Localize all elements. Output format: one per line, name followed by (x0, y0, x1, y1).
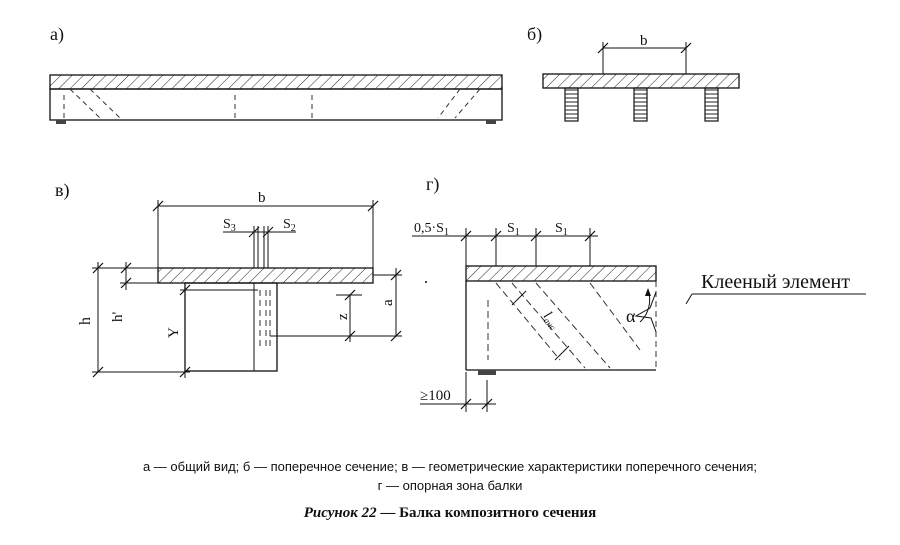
legend-line-1: а — общий вид; б — поперечное сечение; в… (142, 459, 758, 474)
panel-g-support-dim: ≥100 (420, 388, 451, 404)
panel-a-slab (49, 74, 503, 90)
panel-v-y: Y (166, 327, 182, 338)
panel-g-inclined-connectors (487, 282, 641, 369)
panel-v-h: h (77, 317, 94, 325)
panel-b-dim-b: b (640, 33, 648, 49)
panel-g-slab (465, 265, 657, 282)
panel-v-a: a (380, 299, 396, 306)
panel-b-rib-3 (704, 87, 719, 122)
panel-g-lanc: lанс (539, 309, 562, 332)
panel-v-h-prime: h' (110, 312, 126, 323)
panel-a-general-view: а) (49, 24, 503, 124)
panel-a-support-right (486, 120, 496, 124)
figure-number: Рисунок 22 (303, 505, 377, 521)
figure-title: Рисунок 22 — Балка композитного сечения (0, 505, 900, 522)
panel-v-label: в) (55, 180, 70, 201)
panel-g-support-zone: г) 0,5·S1 S1 S1 lанс (412, 174, 657, 412)
panel-g-label: г) (426, 174, 439, 195)
panel-v-beam-body (184, 282, 278, 372)
panel-v-s3: S3 (223, 217, 236, 234)
figure-title-text: — Балка композитного сечения (376, 505, 597, 521)
panel-g-s1-second: S1 (555, 221, 568, 238)
callout-text: Клееный элемент (701, 271, 850, 293)
panel-g-half-s1: 0,5·S1 (414, 221, 449, 238)
panel-v-slab (157, 267, 374, 284)
panel-a-label: а) (50, 24, 64, 45)
legend-line-2: г — опорная зона балки (377, 478, 523, 493)
panel-a-dashed-lines (63, 88, 481, 119)
callout-glued-element: Клееный элемент (685, 271, 866, 305)
panel-g-s1-first: S1 (507, 221, 520, 238)
panel-g-alpha: α (626, 306, 636, 326)
panel-v-dim-b: b (258, 190, 266, 206)
panel-b-slab (542, 73, 740, 89)
panel-b-cross-section: б) b (527, 24, 740, 122)
panel-b-label: б) (527, 24, 542, 45)
panel-a-support-left (56, 120, 66, 124)
panel-b-rib-1 (564, 87, 579, 122)
panel-g-support-pad (478, 370, 496, 375)
panel-b-rib-2 (633, 87, 648, 122)
panel-v-z: z (335, 313, 351, 320)
panel-a-beam-body (49, 88, 503, 121)
panel-v-s2: S2 (283, 217, 296, 234)
panel-v-geometry: в) b S3 S2 h h (55, 180, 427, 378)
